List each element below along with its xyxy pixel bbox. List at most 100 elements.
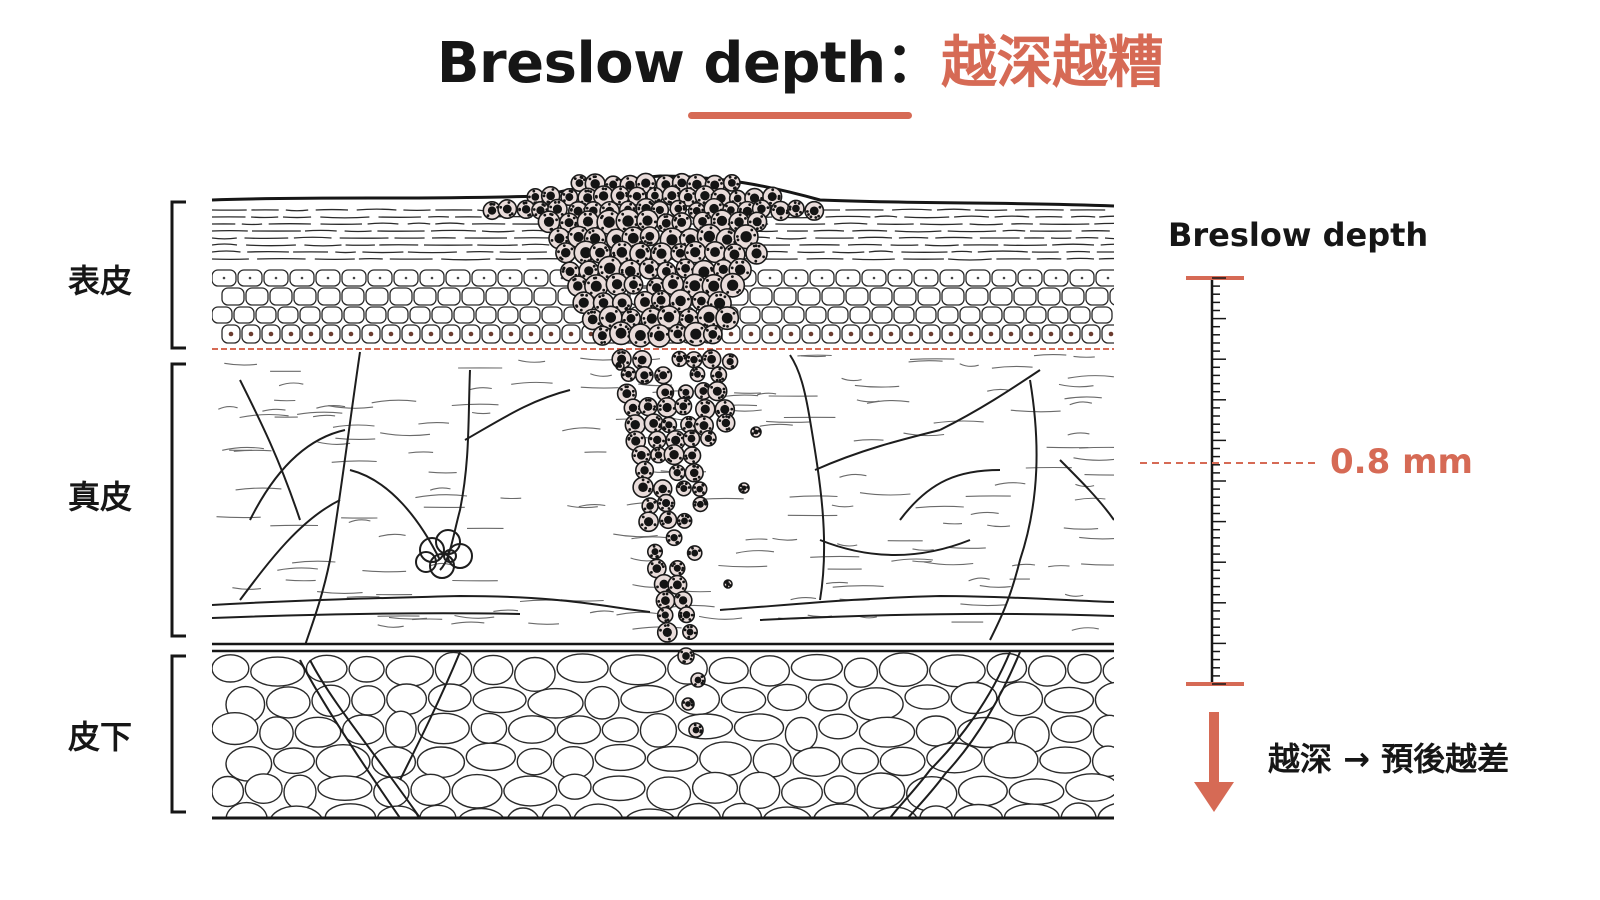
tumor-cell: [746, 211, 768, 232]
tumor-cell: [723, 579, 733, 589]
tumor-cell: [482, 201, 502, 221]
tumor-cell: [677, 606, 696, 624]
tumor-cell: [804, 200, 825, 221]
tumor-cell: [668, 289, 693, 313]
tumor-cell: [682, 446, 702, 465]
subcutis-vessels: [299, 651, 1021, 818]
sweat-gland: [415, 529, 473, 579]
title-underline: [688, 112, 912, 119]
title-main: Breslow depth：: [436, 31, 942, 96]
tumor-cell: [638, 396, 658, 417]
tumor-cell: [660, 416, 678, 434]
tumor-cell: [650, 289, 672, 311]
tumor-cell: [669, 560, 686, 577]
tumor-cell: [609, 321, 634, 346]
tumor-cell: [656, 621, 678, 643]
tumor-cell: [677, 647, 695, 665]
tumor-cell: [701, 349, 722, 370]
tumor-cell: [647, 324, 672, 348]
tumor-cell: [721, 353, 739, 370]
melanoma-tumor: [482, 172, 825, 738]
tumor-cell: [787, 199, 805, 218]
tumor-cell: [685, 351, 703, 369]
tumor-cell: [707, 381, 728, 402]
tumor-cell: [663, 444, 685, 466]
ruler-label: Breslow depth: [1168, 216, 1429, 254]
skin-surface: [211, 174, 1115, 208]
tumor-cell: [676, 512, 693, 529]
subcutis-layer: [212, 651, 1114, 820]
tumor-cell: [572, 291, 596, 315]
tumor-cell: [635, 366, 654, 385]
tumor-cell: [497, 199, 518, 220]
tumor-cell: [650, 446, 667, 464]
ruler-ticks: [1212, 277, 1226, 685]
tumor-cell: [570, 174, 589, 193]
tumor-cell: [620, 366, 637, 383]
tumor-cell: [684, 463, 704, 483]
breslow-ruler: [1140, 276, 1320, 812]
tumor-cell: [668, 464, 686, 482]
tumor-cell: [656, 606, 674, 624]
dermis-bracket: [170, 362, 186, 638]
dermal-vessels: [212, 351, 1114, 644]
dermis-subcutis-boundary: [212, 642, 1114, 653]
tumor-cell: [647, 430, 667, 450]
tumor-cell: [702, 324, 723, 345]
tumor-cell: [615, 361, 625, 371]
tumor-cell: [675, 480, 692, 497]
tumor-cell: [733, 224, 759, 250]
tumor-cell: [555, 242, 577, 264]
tumor-cell: [681, 697, 695, 711]
tumor-cell: [656, 493, 676, 513]
tumor-cell: [592, 325, 613, 346]
depth-value: 0.8 mm: [1330, 442, 1473, 482]
down-arrow-icon: [1194, 712, 1234, 812]
tumor-cell: [691, 481, 708, 497]
prognosis-text: 越深 → 預後越差: [1268, 740, 1510, 778]
tumor-cell: [652, 479, 673, 499]
tumor-cell: [682, 624, 698, 641]
tumor-cell: [516, 199, 536, 220]
tumor-cell: [688, 722, 704, 738]
tumor-cell: [722, 173, 741, 192]
tumor-cell: [634, 460, 655, 480]
tumor-cell: [656, 397, 678, 418]
tumor-cell: [682, 429, 701, 448]
tumor-cell: [629, 242, 652, 265]
tumor-cell: [632, 476, 654, 498]
layer-label-dermis: 真皮: [68, 478, 133, 516]
tumor-cell: [560, 188, 579, 207]
tumor-cell: [658, 510, 678, 530]
tumor-cell: [683, 240, 707, 264]
tumor-cell: [671, 350, 688, 368]
tumor-cell: [665, 529, 683, 547]
tumor-cell: [677, 384, 694, 401]
tumor-cell: [686, 545, 703, 561]
layer-label-epidermis: 表皮: [68, 262, 133, 300]
tumor-cell: [643, 413, 664, 434]
tumor-cell: [578, 260, 600, 282]
tumor-cell: [692, 496, 709, 513]
tumor-cell: [581, 308, 604, 331]
tumor-cell: [738, 482, 750, 494]
tumor-cell: [596, 209, 622, 235]
tumor-cell: [623, 274, 644, 295]
layer-label-subcutis: 皮下: [68, 718, 133, 756]
page-title: Breslow depth：越深越糟: [0, 18, 1600, 99]
tumor-cell: [671, 212, 692, 233]
tumor-cell: [750, 426, 762, 438]
tumor-cell: [655, 590, 676, 611]
tumor-cell: [616, 383, 637, 404]
tumor-cell: [646, 543, 664, 560]
title-accent: 越深越糟: [941, 31, 1164, 96]
tumor-cell: [696, 304, 722, 330]
tumor-cell: [710, 366, 728, 384]
tumor-cell: [745, 242, 768, 265]
tumor-cell: [716, 413, 736, 433]
tumor-cell: [646, 558, 667, 579]
tumor-cell: [638, 258, 660, 280]
tumor-cell: [654, 366, 673, 385]
tumor-cell: [715, 306, 740, 331]
